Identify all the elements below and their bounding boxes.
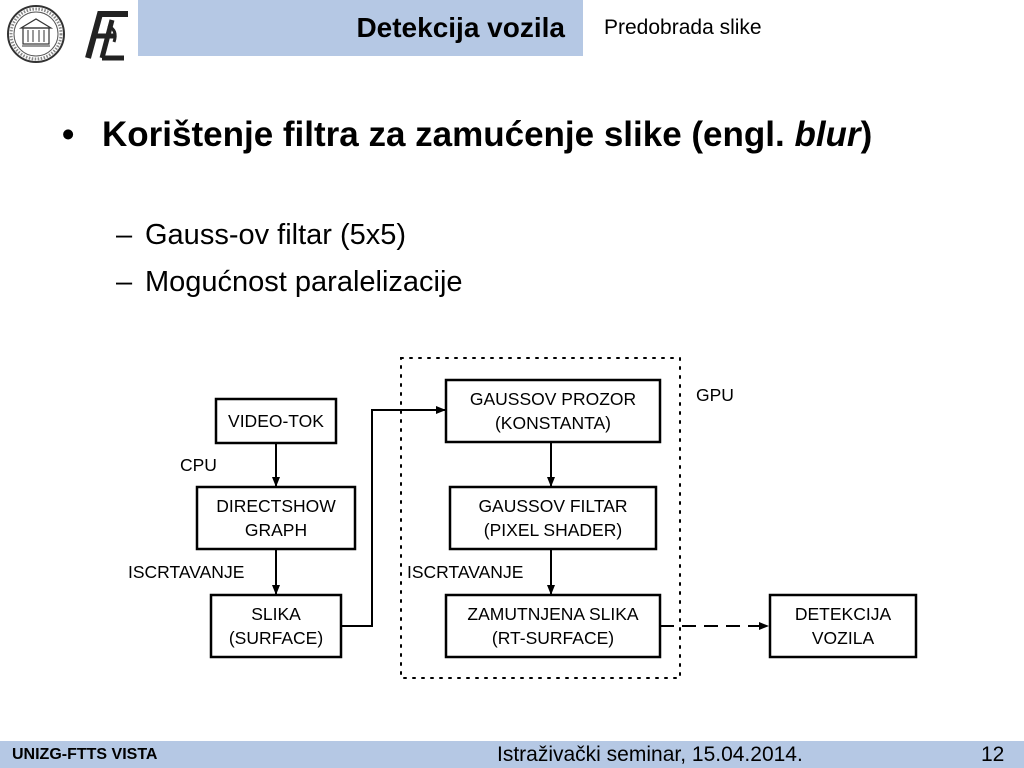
text-video-tok: VIDEO-TOK bbox=[228, 411, 324, 431]
sub-bullet-text: Gauss-ov filtar (5x5) bbox=[145, 219, 407, 251]
main-bullet-suffix: ) bbox=[860, 115, 873, 154]
label-iscrtavanje-right: ISCRTAVANJE bbox=[407, 562, 523, 582]
sub-bullet-dash: – bbox=[116, 219, 133, 251]
label-cpu: CPU bbox=[180, 455, 217, 475]
text-prozor-2: (KONSTANTA) bbox=[495, 413, 611, 433]
page-number: 12 bbox=[981, 743, 1005, 766]
sub-bullet: –Gauss-ov filtar (5x5) bbox=[116, 217, 406, 253]
box-gaussov-filtar bbox=[448, 485, 658, 551]
arrow-slika-to-gpu bbox=[341, 406, 446, 627]
box-gaussov-prozor bbox=[444, 378, 662, 444]
text-detekcija-1: DETEKCIJA bbox=[795, 604, 892, 624]
text-prozor-1: GAUSSOV PROZOR bbox=[470, 389, 636, 409]
footer-left-bar: UNIZG-FTTS VISTA bbox=[0, 741, 400, 768]
faculty-logo bbox=[78, 6, 134, 64]
footer-seminar: Istraživački seminar, 15.04.2014. bbox=[497, 743, 803, 766]
gpu-region bbox=[400, 357, 681, 679]
slide-title: Detekcija vozila bbox=[356, 12, 565, 43]
text-slika-1: SLIKA bbox=[251, 604, 301, 624]
text-filtar-1: GAUSSOV FILTAR bbox=[478, 496, 627, 516]
text-slika-2: (SURFACE) bbox=[229, 628, 323, 648]
box-slika bbox=[209, 593, 343, 659]
label-gpu: GPU bbox=[696, 385, 734, 405]
box-detekcija bbox=[768, 593, 918, 659]
text-zamutnjena-2: (RT-SURFACE) bbox=[492, 628, 614, 648]
footer-right-bar: Istraživački seminar, 15.04.2014. 12 bbox=[400, 741, 1024, 768]
section-title: Predobrada slike bbox=[604, 16, 762, 39]
university-seal-logo bbox=[6, 4, 66, 64]
sub-bullet: –Mogućnost paralelizacije bbox=[116, 264, 463, 300]
text-filtar-2: (PIXEL SHADER) bbox=[484, 520, 622, 540]
title-banner: Detekcija vozila bbox=[138, 0, 583, 56]
sub-bullet-dash: – bbox=[116, 266, 133, 298]
main-bullet-prefix: Korištenje filtra za zamućenje slike (en… bbox=[102, 115, 795, 154]
bullet-dot: • bbox=[62, 115, 75, 154]
sub-bullet-text: Mogućnost paralelizacije bbox=[145, 266, 463, 298]
main-bullet-text: Korištenje filtra za zamućenje slike (en… bbox=[102, 113, 922, 157]
text-detekcija-2: VOZILA bbox=[812, 628, 875, 648]
text-directshow-1: DIRECTSHOW bbox=[216, 496, 336, 516]
main-bullet-italic: blur bbox=[794, 115, 861, 154]
text-zamutnjena-1: ZAMUTNJENA SLIKA bbox=[467, 604, 638, 624]
footer-org: UNIZG-FTTS VISTA bbox=[12, 746, 158, 763]
label-iscrtavanje-left: ISCRTAVANJE bbox=[128, 562, 244, 582]
box-video-tok bbox=[214, 397, 338, 445]
text-directshow-2: GRAPH bbox=[245, 520, 307, 540]
